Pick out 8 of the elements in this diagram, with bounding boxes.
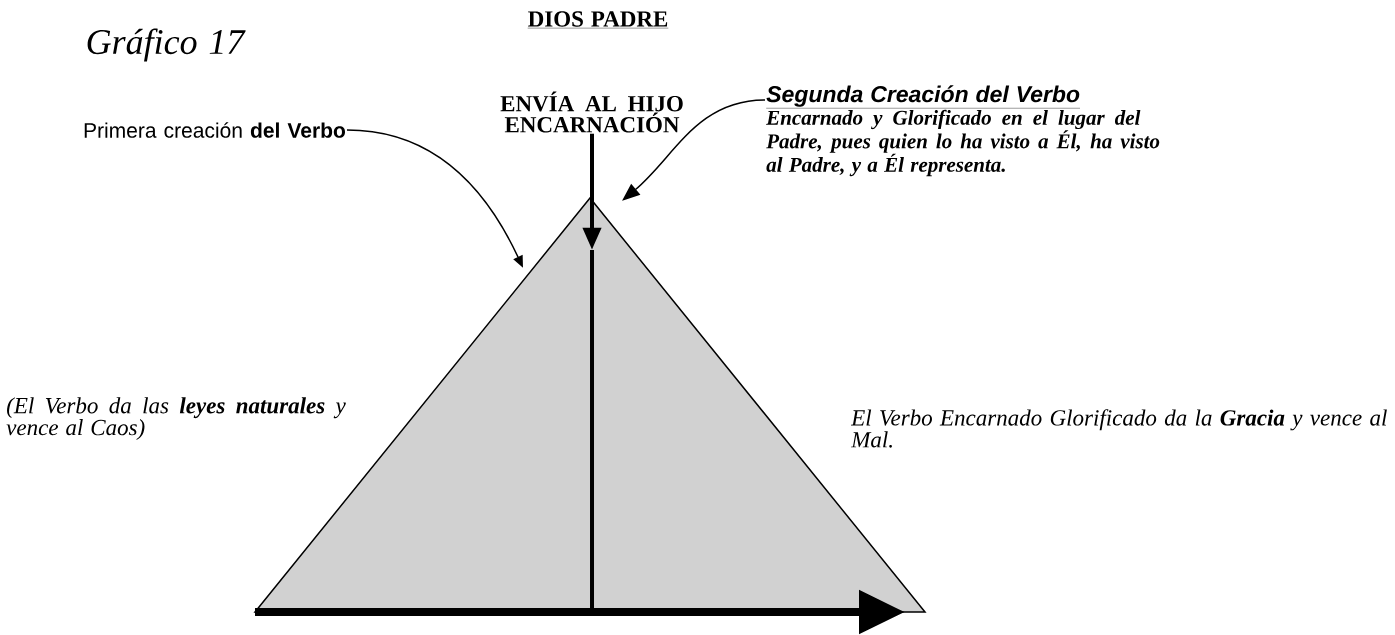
caption-text: Primera creación del Verbo xyxy=(84,122,345,138)
heading-text: ENVÍA AL HIJO ENCARNACIÓN xyxy=(500,91,683,133)
note-text: El Verbo Encarnado Glorificado da la Gracia y vence al Mal. xyxy=(850,409,1387,448)
arrow xyxy=(622,99,766,201)
note-text: (El Verbo da las leyes naturales y vence al Caos) xyxy=(6,397,346,440)
caption-text: Segunda Creación del Verbo Encarnado y Glorificado en el lugar del Padre, pues quien lo ha visto a Él, ha visto al Padre, y a Él representa. xyxy=(766,85,1160,177)
figure-number: Gráfico 17 xyxy=(87,28,246,62)
title: DIOS PADRE xyxy=(527,11,669,29)
